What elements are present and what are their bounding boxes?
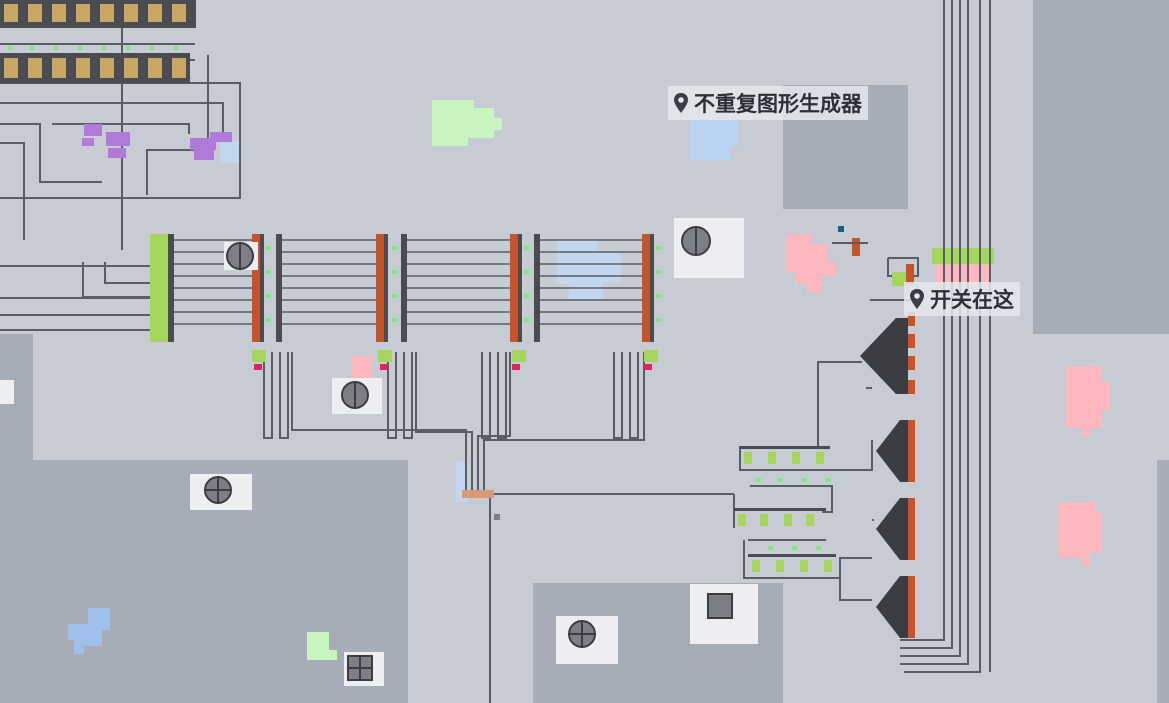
block-sensor-dots <box>266 246 661 322</box>
switch-marker[interactable]: 开关在这 <box>904 282 1020 316</box>
paint-pink-blob-2 <box>1066 366 1110 436</box>
paint-pink-blob-3 <box>1058 502 1102 566</box>
purple-components <box>82 124 232 160</box>
paint-green-blob <box>432 100 502 146</box>
generator-marker[interactable]: 不重复图形生成器 <box>668 86 868 120</box>
zone-top-right <box>1033 0 1169 334</box>
paint-blue-blob-3 <box>68 608 110 654</box>
location-pin-icon <box>674 93 688 113</box>
block-4 <box>534 234 658 370</box>
paint-pink-blob <box>785 234 835 292</box>
probe-node <box>494 514 500 520</box>
machine-unit <box>344 652 384 686</box>
machine-unit <box>556 616 618 664</box>
paint-layer <box>68 100 1110 660</box>
switch-output <box>906 264 914 284</box>
machine-unit <box>0 380 14 404</box>
paint-pink-blob-4 <box>352 356 372 382</box>
switch-marker-label: 开关在这 <box>930 288 1014 312</box>
paint-pink-pad <box>936 264 992 286</box>
zone-right-edge <box>1157 460 1169 703</box>
machine-unit <box>332 378 382 414</box>
machine-unit <box>690 584 758 644</box>
paint-blue-blob-2 <box>557 240 621 300</box>
machine-unit <box>224 242 258 270</box>
block-3 <box>401 234 526 370</box>
merge-node <box>462 490 494 498</box>
machine-unit <box>674 218 744 278</box>
decoder-outputs <box>908 312 915 638</box>
block-1 <box>150 234 266 370</box>
paint-blue-blob <box>690 118 738 160</box>
latch-row-top <box>0 0 196 28</box>
paint-green-pad <box>932 248 994 264</box>
logic-gate-cluster <box>734 446 836 572</box>
decoder-stack <box>860 318 914 638</box>
paint-green-blob-2 <box>307 632 337 660</box>
machine-unit <box>190 474 252 510</box>
paint-blue-blob-5 <box>220 142 240 162</box>
location-pin-icon <box>910 289 924 309</box>
actuator-marker <box>838 226 844 232</box>
actuator-bar <box>852 238 860 256</box>
latch-row-bottom <box>0 46 190 83</box>
generator-marker-label: 不重复图形生成器 <box>694 92 862 116</box>
block-2 <box>276 234 392 370</box>
switch-box <box>892 272 906 286</box>
